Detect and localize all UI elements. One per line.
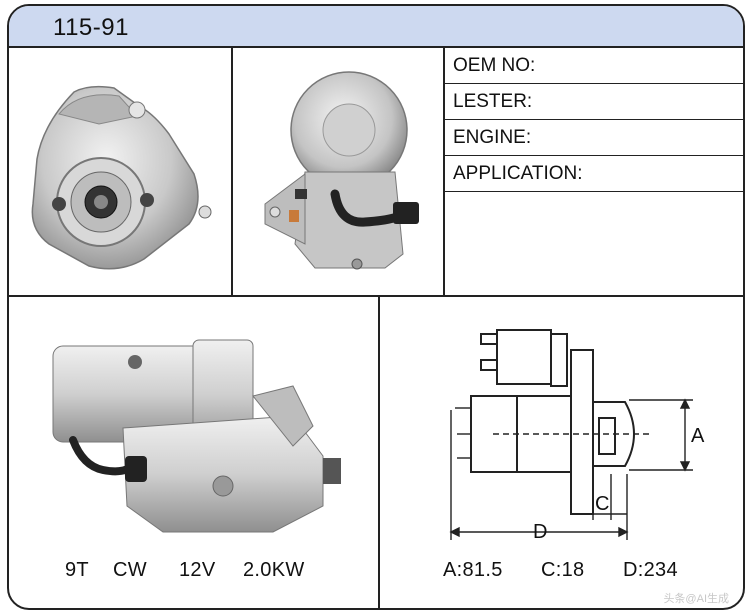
dim-label-d: D [533, 521, 547, 543]
starter-side-view-photo [52, 339, 341, 533]
dim-label-a: A [691, 425, 705, 447]
oem-row: OEM NO: [445, 48, 743, 84]
divider-top-1 [231, 46, 233, 296]
engine-label: ENGINE: [453, 127, 532, 148]
spec-power: 2.0KW [243, 559, 305, 581]
dim-d-value: D:234 [623, 559, 678, 581]
divider-top-2 [443, 46, 445, 296]
spec-teeth: 9T [65, 559, 89, 581]
engine-row: ENGINE: [445, 120, 743, 156]
lester-label: LESTER: [453, 91, 533, 112]
title-bar: 115-91 [9, 6, 743, 48]
dimension-drawing: A C D [449, 329, 705, 543]
dim-label-c: C [595, 493, 609, 515]
model-number: 115-91 [53, 14, 129, 41]
starter-front-view-photo [31, 85, 212, 270]
spec-rotation: CW [113, 559, 147, 581]
application-row: APPLICATION: [445, 156, 743, 192]
divider-middle [9, 295, 743, 297]
application-label: APPLICATION: [453, 163, 583, 184]
dim-c-value: C:18 [541, 559, 585, 581]
oem-label: OEM NO: [453, 55, 536, 76]
spec-voltage: 12V [179, 559, 216, 581]
dim-a-value: A:81.5 [443, 559, 503, 581]
product-spec-card: 115-91 OEM NO: LESTER: ENGINE: APPLICATI… [7, 4, 745, 610]
starter-rear-view-photo [264, 71, 419, 270]
lester-row: LESTER: [445, 84, 743, 120]
divider-bottom [378, 296, 380, 608]
watermark: 头条@AI生成 [663, 593, 729, 605]
